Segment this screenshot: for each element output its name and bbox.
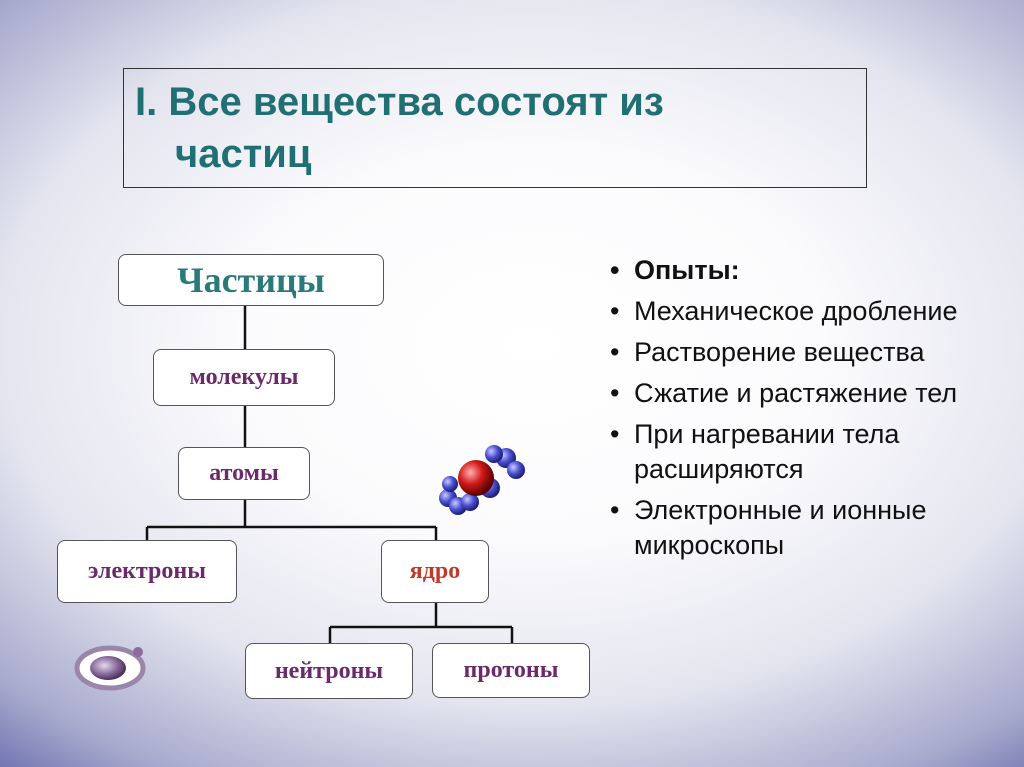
node-atoms: атомы — [178, 447, 310, 500]
node-molecules: молекулы — [153, 349, 335, 406]
node-nucleus: ядро — [381, 540, 489, 603]
title-frame — [123, 68, 867, 188]
list-item: При нагревании тела расширяются — [610, 417, 1010, 487]
node-protons: протоны — [432, 643, 590, 698]
atom-orbit-icon — [74, 645, 146, 691]
node-electrons: электроны — [57, 540, 237, 603]
list-item: Растворение вещества — [610, 335, 1010, 370]
experiments-heading: Опыты: — [610, 253, 1010, 288]
experiments-list: Опыты: Механическое дробление Растворени… — [610, 253, 1010, 569]
list-item: Механическое дробление — [610, 294, 1010, 329]
node-particles: Частицы — [118, 254, 384, 306]
molecule-model-icon — [439, 445, 525, 515]
title-line-1: I. Все вещества состоят из — [135, 80, 664, 124]
title-line-2: частиц — [175, 132, 312, 176]
list-item: Электронные и ионные микроскопы — [610, 493, 1010, 563]
node-neutrons: нейтроны — [245, 643, 413, 699]
slide-title: I. Все вещества состоят из частиц — [135, 76, 855, 180]
list-item: Сжатие и растяжение тел — [610, 376, 1010, 411]
